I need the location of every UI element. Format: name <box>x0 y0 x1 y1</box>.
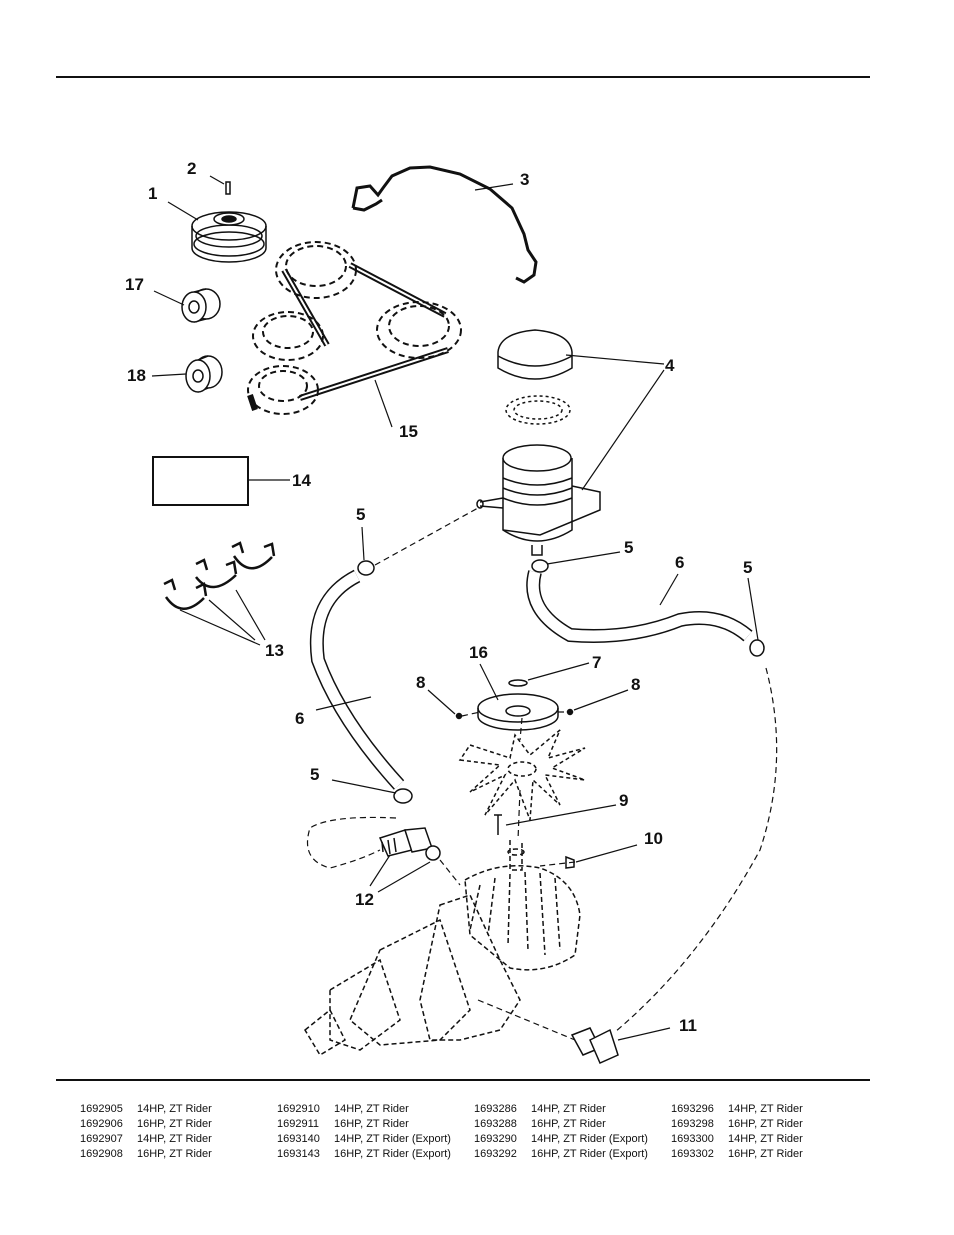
callout-15: 15 <box>399 422 418 441</box>
transaxle-part <box>304 840 581 1057</box>
callout-4: 4 <box>665 356 675 375</box>
bushing-part <box>185 355 223 393</box>
callout-8: 8 <box>631 675 640 694</box>
hose-clip-part <box>163 541 276 610</box>
fan-blade-part <box>458 729 586 821</box>
fan-pulley-part <box>455 679 574 731</box>
callout-2: 2 <box>187 159 196 178</box>
top-rule <box>56 76 870 78</box>
callout-5: 5 <box>356 505 365 524</box>
callout-17: 17 <box>125 275 144 294</box>
callout-14: 14 <box>292 471 311 490</box>
leader-line <box>151 175 759 1041</box>
elbow-fitting-part <box>570 1027 619 1064</box>
pulley-part <box>191 211 267 263</box>
callout-16: 16 <box>469 643 488 662</box>
callout-6: 6 <box>675 553 684 572</box>
hose-clamp-part <box>357 559 765 804</box>
callout-3: 3 <box>520 170 529 189</box>
key-part <box>225 181 231 195</box>
callout-7: 7 <box>592 653 601 672</box>
callout-1: 1 <box>148 184 157 203</box>
screw-part <box>494 814 502 835</box>
key-part <box>565 855 575 869</box>
callout-12: 12 <box>355 890 374 909</box>
callout-5: 5 <box>743 558 752 577</box>
drive-belt-part <box>247 241 462 415</box>
decal-box <box>152 456 249 506</box>
reservoir-part <box>476 329 601 556</box>
wire-rod-part <box>351 165 538 284</box>
callout-13: 13 <box>265 641 284 660</box>
callout-5: 5 <box>310 765 319 784</box>
callout-6: 6 <box>295 709 304 728</box>
hose-part <box>309 569 753 790</box>
callout-10: 10 <box>644 829 663 848</box>
callout-8: 8 <box>416 673 425 692</box>
elbow-fitting-part <box>378 827 441 861</box>
callout-11: 11 <box>679 1016 697 1035</box>
callout-5: 5 <box>624 538 633 557</box>
callout-18: 18 <box>127 366 146 385</box>
bushing-part <box>181 288 221 323</box>
connector-line <box>306 507 778 1041</box>
bottom-rule <box>56 1079 870 1081</box>
callout-9: 9 <box>619 791 628 810</box>
